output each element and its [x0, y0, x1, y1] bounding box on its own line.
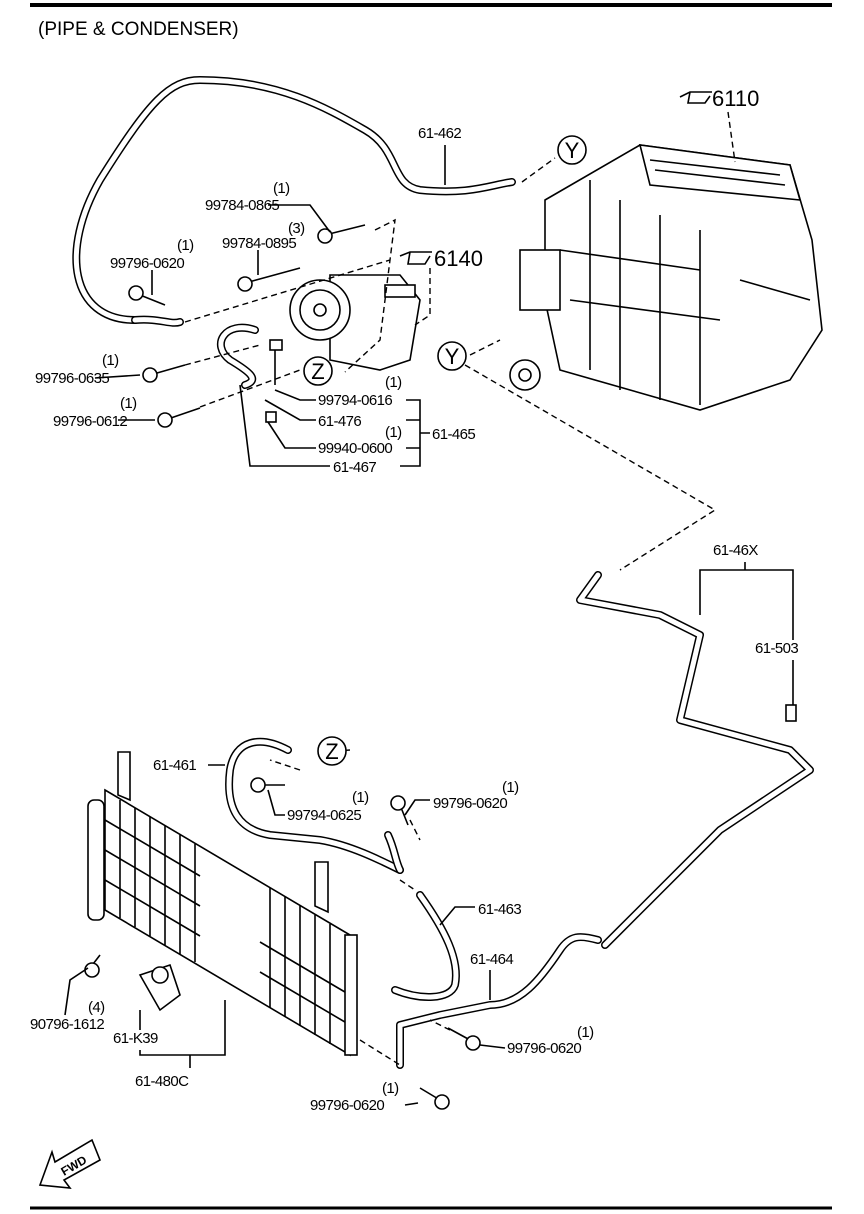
label-61-462: 61-462: [418, 125, 461, 142]
qty: (1): [385, 424, 402, 441]
qty: (1): [385, 374, 402, 391]
connector-y-label: Y: [565, 138, 580, 163]
qty: (3): [288, 220, 305, 237]
qty: (1): [177, 237, 194, 254]
label-99784-0865: 99784-0865: [205, 197, 279, 214]
connector-z-circle-bottom: [317, 736, 347, 766]
pointing-hand-icon: [399, 251, 432, 265]
pointing-hand-icon: [679, 91, 712, 104]
connector-y-label: Y: [445, 344, 460, 369]
label-99794-0625: 99794-0625: [287, 807, 361, 824]
fwd-arrow-icon: FWD: [38, 1138, 102, 1189]
label-61-461: 61-461: [153, 757, 196, 774]
qty: (1): [577, 1024, 594, 1041]
label-61-K39: 61-K39: [113, 1030, 158, 1047]
ref-6110: 6110: [712, 86, 759, 111]
label-99940-0600: 99940-0600: [318, 440, 392, 457]
label-99796-0612: 99796-0612: [53, 413, 127, 430]
connector-y-circle-top: [557, 135, 587, 165]
label-61-465: 61-465: [432, 426, 475, 443]
qty: (1): [120, 395, 137, 412]
label-61-463: 61-463: [478, 901, 521, 918]
compressor-drawing: [289, 274, 421, 371]
qty: (1): [273, 180, 290, 197]
connector-z-label: Z: [325, 739, 338, 764]
connector-z-label: Z: [311, 359, 324, 384]
label-99796-0620: 99796-0620: [110, 255, 184, 272]
label-99784-0895: 99784-0895: [222, 235, 296, 252]
label-61-46X: 61-46X: [713, 542, 758, 559]
connector-y-circle: [437, 341, 467, 371]
label-61-467: 61-467: [333, 459, 376, 476]
label-99796-0620: 99796-0620: [507, 1040, 581, 1057]
qty: (1): [502, 779, 519, 796]
label-61-480C: 61-480C: [135, 1073, 189, 1090]
condenser-drawing: [87, 751, 358, 1057]
ref-6140: 6140: [434, 246, 483, 271]
heater-unit-drawing: [509, 144, 823, 411]
page-title: (PIPE & CONDENSER): [38, 19, 239, 40]
label-61-464: 61-464: [470, 951, 513, 968]
label-61-476: 61-476: [318, 413, 361, 430]
label-99796-0620: 99796-0620: [433, 795, 507, 812]
connector-z-circle: [303, 356, 333, 386]
qty: (1): [382, 1080, 399, 1097]
label-99796-0620: 99796-0620: [310, 1097, 384, 1114]
qty: (1): [102, 352, 119, 369]
label-99794-0616: 99794-0616: [318, 392, 392, 409]
qty: (4): [88, 999, 105, 1016]
label-99796-0635: 99796-0635: [35, 370, 109, 387]
bolts: [84, 224, 481, 1110]
qty: (1): [352, 789, 369, 806]
pressure-switch: [785, 704, 797, 722]
label-61-503: 61-503: [755, 640, 798, 657]
label-90796-1612: 90796-1612: [30, 1016, 104, 1033]
